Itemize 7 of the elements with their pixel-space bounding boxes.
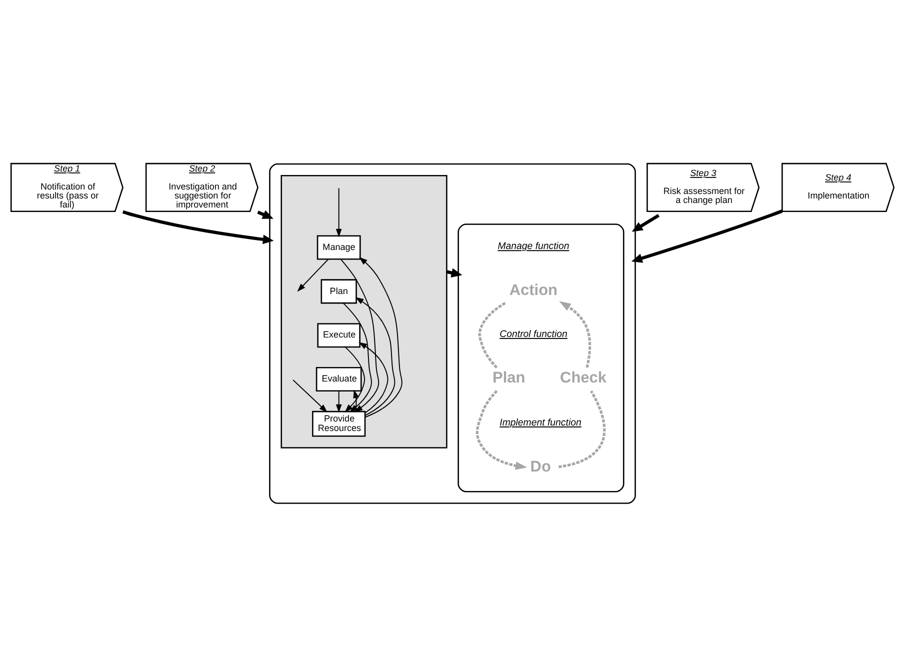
node-text: Action xyxy=(509,282,558,299)
node-text: Do xyxy=(530,458,551,476)
label: Control function xyxy=(500,328,568,340)
node-text: Plan xyxy=(492,370,526,387)
node-text: Check xyxy=(560,370,607,387)
label: Manage function xyxy=(498,241,570,252)
label: Implement function xyxy=(500,417,582,428)
